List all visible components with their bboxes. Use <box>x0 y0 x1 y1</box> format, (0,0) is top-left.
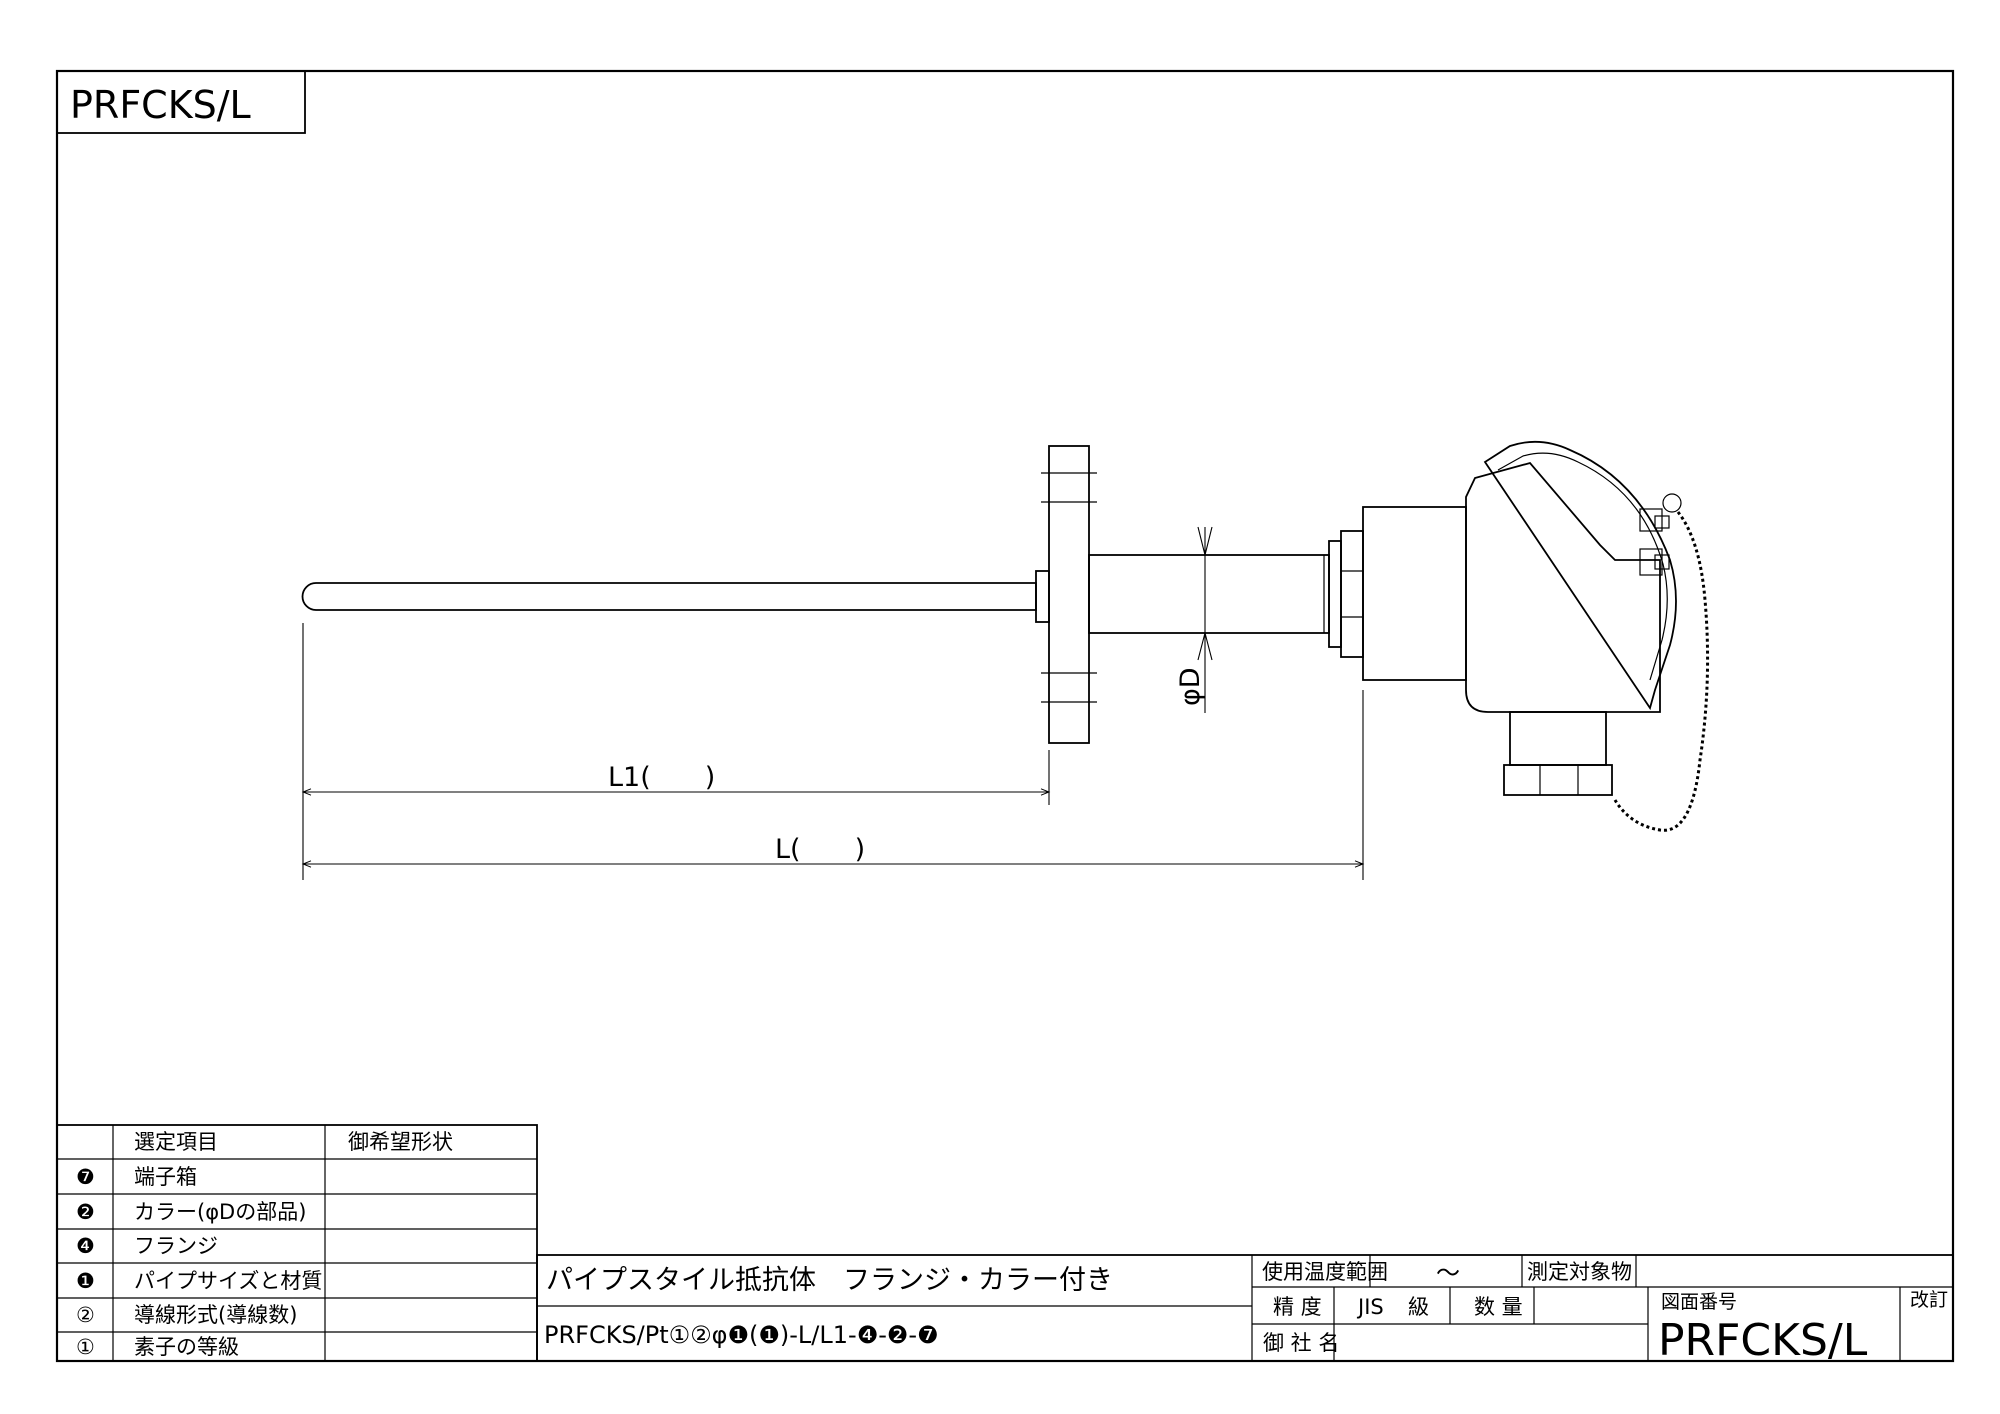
collar <box>1088 554 1330 634</box>
hex-nut <box>1328 530 1364 658</box>
table-row-mark: ❹ <box>76 1234 95 1258</box>
probe-tube <box>301 582 1037 611</box>
table-row-mark: ② <box>76 1303 95 1327</box>
target-label: 測定対象物 <box>1527 1260 1632 1284</box>
drawing-no-label: 図面番号 <box>1661 1291 1737 1313</box>
table-row-item: 端子箱 <box>134 1165 197 1189</box>
table-header-request: 御希望形状 <box>348 1130 453 1154</box>
quantity-label: 数 量 <box>1474 1295 1523 1319</box>
corner-title-box: PRFCKS/L <box>56 70 306 134</box>
table-row-mark: ❷ <box>76 1200 95 1224</box>
temp-range-label: 使用温度範囲 <box>1262 1260 1388 1284</box>
title-block: パイプスタイル抵抗体 フランジ・カラー付き PRFCKS/Pt①②φ❶(❶)-L… <box>536 1254 1954 1366</box>
dim-label-phi-d: φD <box>1175 667 1206 706</box>
drawing-no: PRFCKS/L <box>1658 1315 1868 1366</box>
table-header-item: 選定項目 <box>134 1130 218 1154</box>
sheet-border <box>55 69 1955 1363</box>
company-label: 御 社 名 <box>1263 1331 1339 1355</box>
table-row-item: フランジ <box>134 1234 218 1258</box>
model-code: PRFCKS/Pt①②φ❶(❶)-L/L1-❹-❷-❼ <box>544 1321 939 1349</box>
selection-table: 選定項目 御希望形状 ❼ 端子箱 ❷ カラー(φDの部品) ❹ フランジ ❶ パ… <box>56 1124 538 1362</box>
chain <box>1613 511 1710 832</box>
table-row-mark: ❼ <box>76 1165 95 1189</box>
neck <box>1362 506 1467 681</box>
sensor-drawing <box>301 440 1710 832</box>
accuracy-jis: JIS <box>1356 1295 1384 1319</box>
product-name: パイプスタイル抵抗体 フランジ・カラー付き <box>546 1265 1113 1296</box>
revision-label: 改訂 <box>1910 1289 1948 1311</box>
dim-label-l1: L1( ) <box>608 762 715 793</box>
dim-label-l: L( ) <box>775 834 865 865</box>
table-row-item: パイプサイズと材質 <box>134 1269 322 1293</box>
accuracy-class: 級 <box>1408 1295 1429 1319</box>
table-row-mark: ❶ <box>76 1269 95 1293</box>
dimensions: L1( ) L( ) φD <box>301 526 1365 880</box>
accuracy-label: 精 度 <box>1273 1295 1322 1319</box>
table-row-item: カラー(φDの部品) <box>134 1200 306 1224</box>
table-row-item: 素子の等級 <box>134 1335 239 1359</box>
temp-range-value: ～ <box>1436 1259 1460 1287</box>
table-row-item: 導線形式(導線数) <box>134 1303 297 1327</box>
flange-fitting <box>1035 570 1050 623</box>
table-row-mark: ① <box>76 1335 95 1359</box>
corner-title: PRFCKS/L <box>70 83 251 127</box>
terminal-box <box>1465 440 1682 796</box>
